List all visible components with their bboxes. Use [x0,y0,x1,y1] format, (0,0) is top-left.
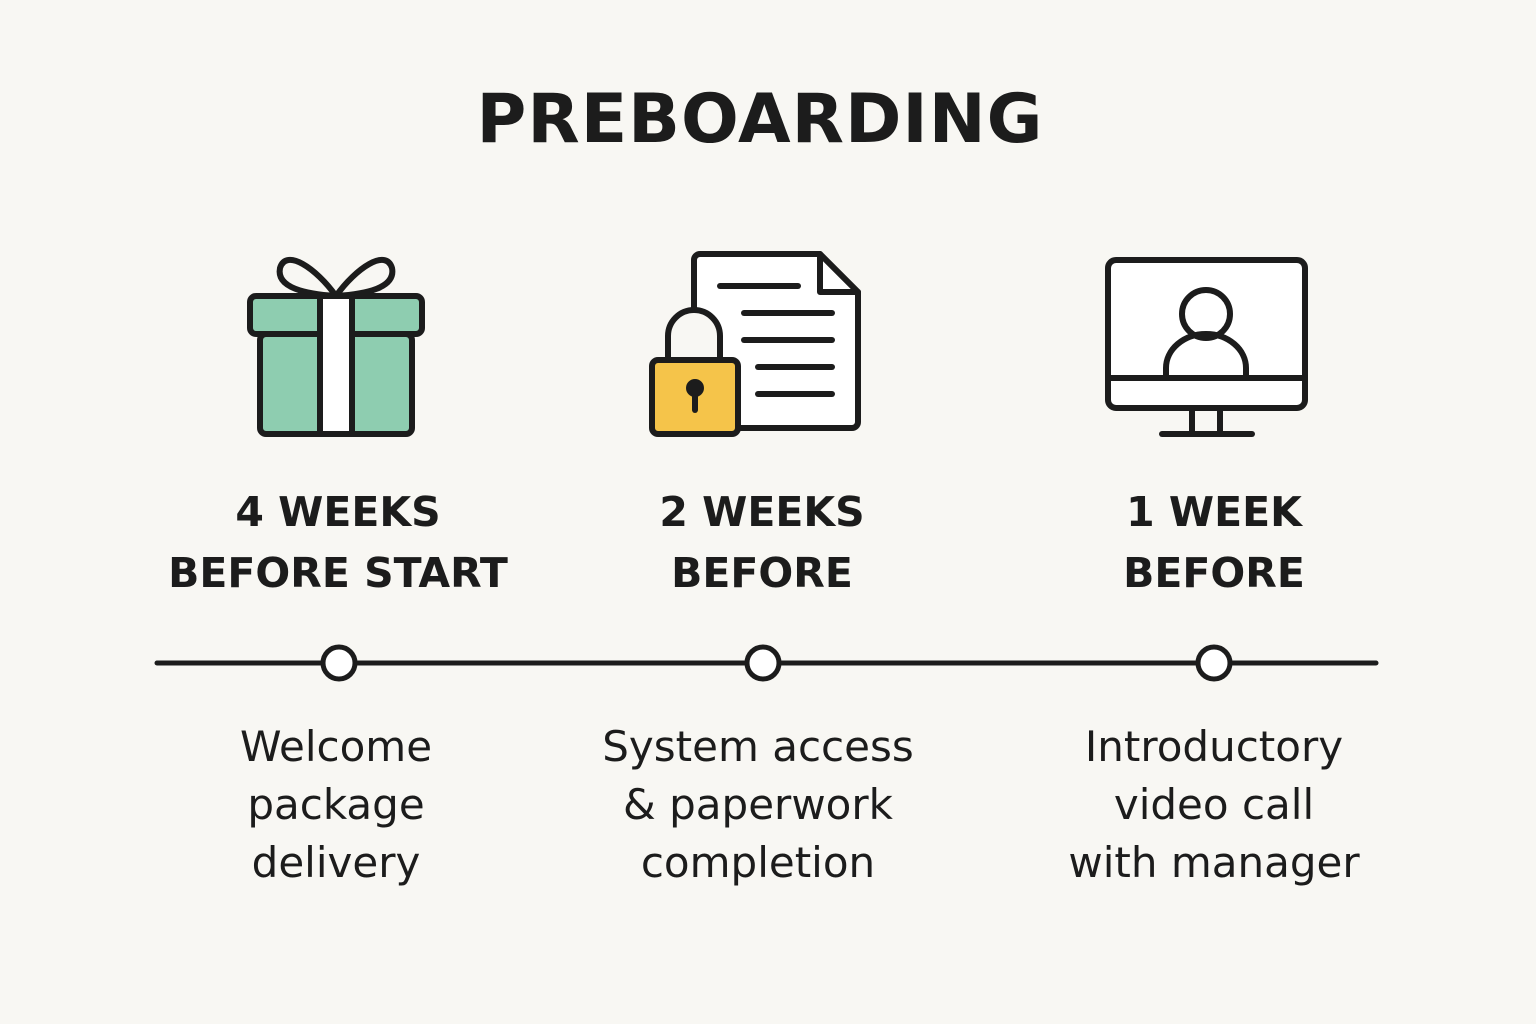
page-title: PREBOARDING [476,80,1044,159]
timing-line: BEFORE START [168,549,508,597]
timeline-marker-3 [1195,644,1233,682]
description-line: video call [1113,780,1315,829]
step-3-timing: 1 WEEK BEFORE [994,482,1434,604]
timing-line: 2 WEEKS [659,488,865,536]
timeline-marker-1 [320,644,358,682]
description-line: completion [640,838,876,887]
timeline-marker-2 [744,644,782,682]
gift-icon [247,256,425,437]
description-line: Welcome [239,722,433,771]
description-line: System access [602,722,914,771]
step-2-description: System access & paperwork completion [538,718,978,892]
locked-document-icon [649,251,861,437]
description-line: & paperwork [623,780,893,829]
timing-line: 1 WEEK [1126,488,1302,536]
timing-line: 4 WEEKS [235,488,441,536]
video-call-monitor-icon [1105,257,1308,437]
description-line: with manager [1068,838,1360,887]
timing-line: BEFORE [671,549,853,597]
description-line: package [247,780,425,829]
timing-line: BEFORE [1123,549,1305,597]
step-2-timing: 2 WEEKS BEFORE [542,482,982,604]
timeline [154,644,1379,682]
description-line: delivery [251,838,421,887]
step-3-description: Introductory video call with manager [994,718,1434,892]
step-1-timing: 4 WEEKS BEFORE START [118,482,558,604]
description-line: Introductory [1084,722,1344,771]
step-1-description: Welcome package delivery [116,718,556,892]
